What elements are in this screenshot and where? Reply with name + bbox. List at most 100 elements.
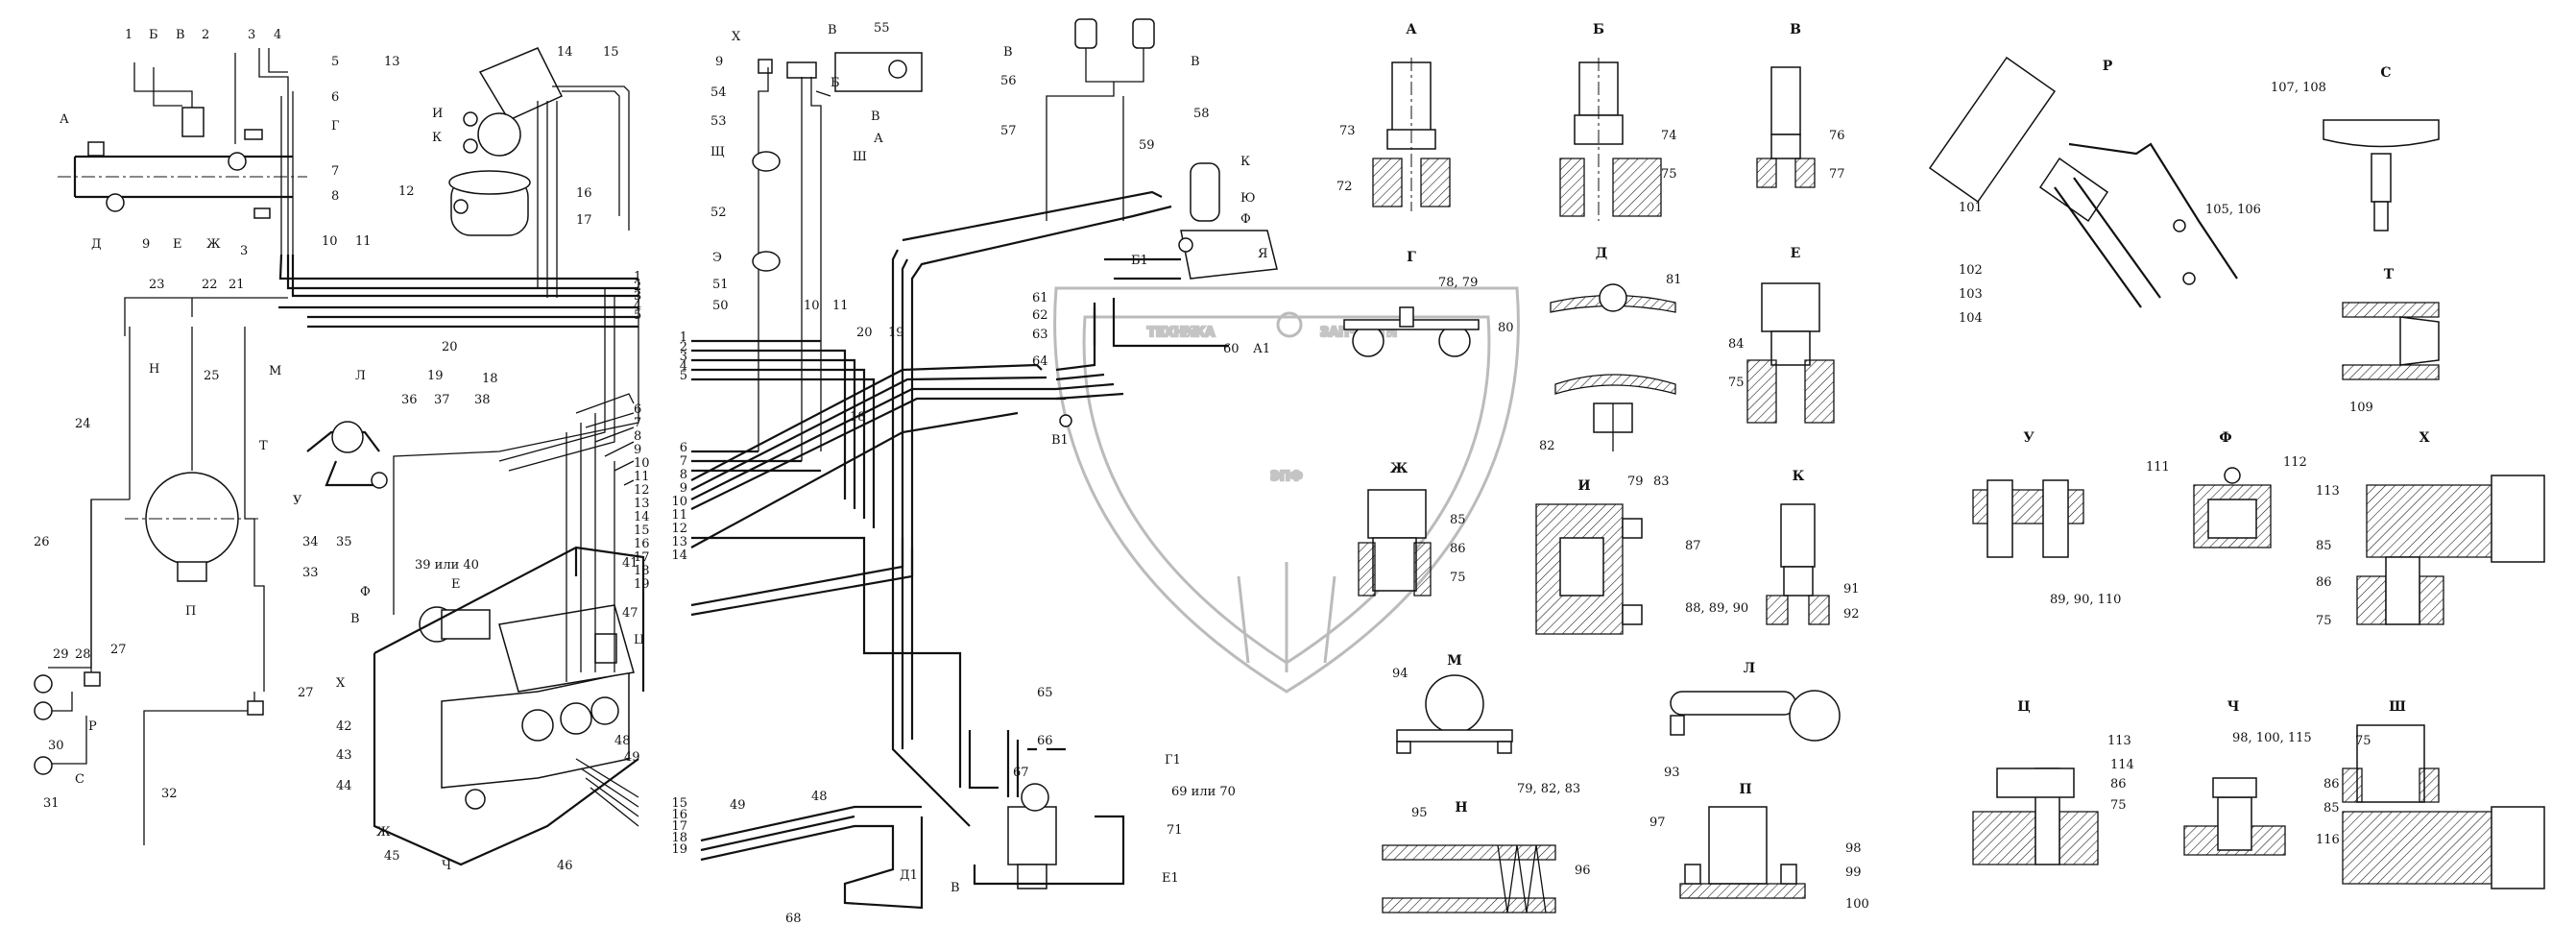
callout-label: Э <box>712 251 722 265</box>
callout-label: 21 <box>229 278 245 292</box>
callout-label: В <box>871 110 880 124</box>
callout-label: Ш <box>853 150 867 164</box>
valve-fitting-Ч <box>465 789 486 810</box>
fitting-В1 <box>1059 414 1072 427</box>
view-title-Т: Т <box>2384 267 2395 282</box>
chamber-pipes <box>537 85 630 298</box>
pedal-valve <box>331 421 364 453</box>
detail-callout-label: 116 <box>2316 833 2340 847</box>
callout-label: 67 <box>1013 766 1029 780</box>
callout-label: 58 <box>1193 107 1210 121</box>
callout-label: Х <box>732 30 741 44</box>
callout-label: 65 <box>1037 686 1053 700</box>
callout-label: 41 <box>622 556 638 571</box>
detail-callout-label: 101 <box>1959 201 1983 215</box>
view-Б <box>1559 58 1662 221</box>
callout-label: 68 <box>785 912 802 926</box>
callout-label: 60 <box>1223 342 1240 356</box>
view-Р <box>1928 56 2238 308</box>
detail-callout-label: 89, 90, 110 <box>2050 593 2121 607</box>
detail-callout-label: 85 <box>2316 539 2332 553</box>
pipe-end-number: 14 <box>634 510 650 524</box>
view-title-Г: Г <box>1407 250 1416 265</box>
callout-label: 19 <box>888 326 904 340</box>
view-title-А: А <box>1406 22 1417 37</box>
pipe-end-number: 11 <box>634 470 650 484</box>
view-Г <box>1343 306 1480 357</box>
callout-label: В <box>828 23 837 37</box>
valve-Г1-top <box>1021 783 1049 812</box>
detail-callout-label: 75 <box>1728 376 1745 390</box>
pipe-end-number: 9 <box>634 443 641 457</box>
callout-label: М <box>269 364 281 378</box>
callout-label: Р <box>88 719 97 734</box>
callout-label: 54 <box>710 85 727 100</box>
valve-knob-1 <box>521 709 554 742</box>
view-В <box>1756 66 1816 188</box>
callout-label: 34 <box>302 535 319 549</box>
tee-28 <box>84 671 101 687</box>
callout-label: 33 <box>302 566 319 580</box>
callout-label: 8 <box>331 189 339 204</box>
detail-callout-label: 82 <box>1539 439 1555 453</box>
detail-callout-label: 98 <box>1845 841 1862 856</box>
valve-knob-2 <box>560 702 592 735</box>
watermark-gear-icon <box>1276 311 1303 338</box>
pipe-end-number: 5 <box>634 308 641 323</box>
detail-callout-label: 112 <box>2283 455 2307 470</box>
callout-label: 16 <box>576 186 592 201</box>
callout-label: 52 <box>710 206 727 220</box>
detail-callout-label: 100 <box>1845 897 1869 912</box>
callout-label: Е <box>451 577 461 592</box>
air-cylinder-right <box>1132 18 1155 49</box>
callout-label: 66 <box>1037 734 1053 748</box>
view-title-В: В <box>1790 22 1801 37</box>
detail-callout-label: 86 <box>2323 777 2340 792</box>
callout-label: 50 <box>712 299 729 313</box>
callout-label: 53 <box>710 114 727 129</box>
callout-label: 29 <box>53 647 69 662</box>
callout-label: К <box>1240 155 1250 169</box>
callout-label: 39 или 40 <box>415 558 479 572</box>
pipe-end-number: 17 <box>671 819 687 834</box>
detail-callout-label: 77 <box>1829 167 1845 182</box>
callout-label: 64 <box>1032 354 1048 369</box>
detail-callout-label: 79, 82, 83 <box>1517 782 1580 796</box>
detail-callout-label: 111 <box>2146 460 2170 475</box>
callout-label: 4 <box>274 28 281 42</box>
detail-callout-label: 72 <box>1336 180 1353 194</box>
detail-callout-label: 80 <box>1498 321 1514 335</box>
callout-label: 35 <box>336 535 352 549</box>
pipe-end-number: 16 <box>634 537 650 551</box>
callout-label: 6 <box>331 90 339 105</box>
callout-label: Б <box>831 76 840 90</box>
valve-Ц <box>594 633 617 664</box>
mid-top-pipes <box>758 67 831 461</box>
fitting-Э <box>752 251 781 272</box>
detail-callout-label: 104 <box>1959 311 1983 326</box>
callout-label: Ц <box>634 633 644 647</box>
pipe-end-number: 19 <box>634 577 650 592</box>
detail-callout-label: 105, 106 <box>2205 203 2261 217</box>
callout-label: 57 <box>1000 124 1017 138</box>
unit-59-body <box>1180 230 1278 280</box>
view-title-У: У <box>2023 430 2034 446</box>
callout-label: С <box>75 772 84 787</box>
view-title-И: И <box>1577 478 1590 494</box>
detail-callout-label: 97 <box>1649 816 1666 830</box>
fitting-I <box>463 111 478 127</box>
callout-label: 22 <box>202 278 218 292</box>
pipe-end-number: 2 <box>680 340 687 354</box>
view-title-Ж: Ж <box>1390 461 1408 476</box>
detail-callout-label: 94 <box>1392 667 1408 681</box>
view-title-Х: Х <box>2420 430 2430 446</box>
callout-label: Л <box>355 369 366 383</box>
detail-callout-label: 98, 100, 115 <box>2232 731 2312 745</box>
view-Н <box>1382 844 1556 913</box>
callout-label: 3 <box>248 28 255 42</box>
view-title-Ч: Ч <box>2227 699 2240 715</box>
callout-label: Я <box>1258 247 1268 261</box>
watermark-shield <box>1053 286 1520 694</box>
chamber-joint <box>477 112 521 157</box>
